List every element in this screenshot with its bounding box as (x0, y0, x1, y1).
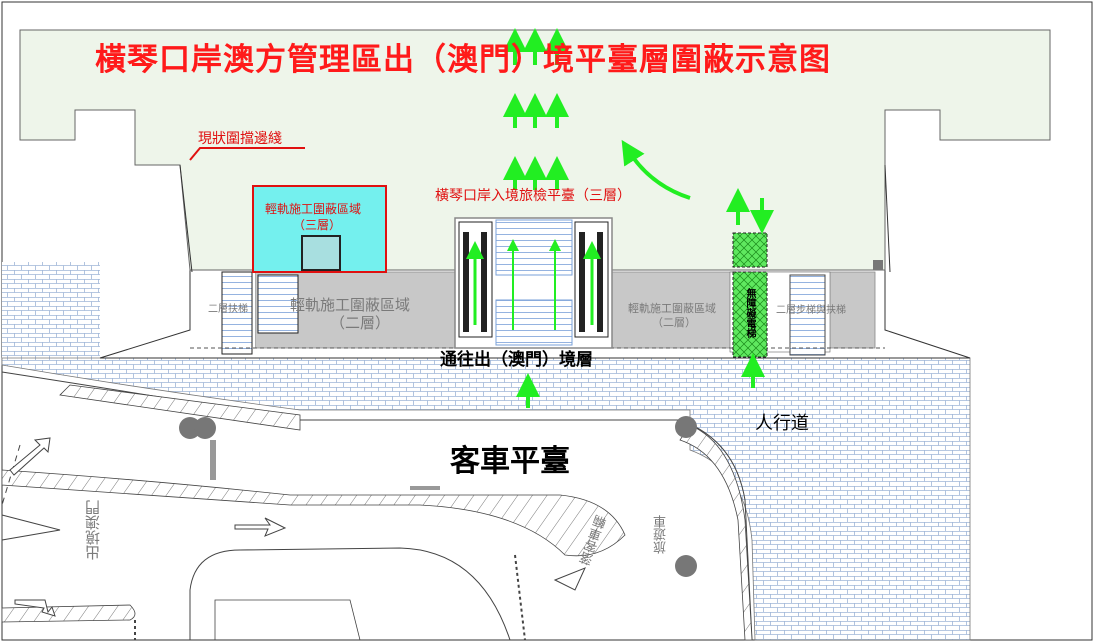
sidewalk-paving (1, 357, 971, 641)
lrt-zone-2f-left-label: 輕軌施工圍蔽區域 (290, 296, 411, 314)
lift-3f (732, 232, 768, 268)
paving-left (2, 262, 100, 358)
entry-platform-label: 橫琴口岸入境旅檢平臺（三層） (435, 188, 631, 204)
road-arrow-icon (14, 599, 56, 617)
lrt-zone-2f-right-label: 輕軌施工圍蔽區域 (628, 302, 716, 315)
road-departure-label: 出境澳門 (84, 500, 102, 560)
escalator-2f-left-label: 二層扶梯 (208, 304, 248, 315)
inner-island (189, 547, 511, 641)
road-arrow-icon (9, 437, 51, 476)
lrt-zone-2f-right-floor: （二層） (652, 316, 696, 329)
median-island (1, 469, 626, 557)
accessible-lift-label: 無障礙電梯 (744, 288, 755, 338)
escalator-2f-left (221, 271, 253, 355)
to-departure-label: 通往出（澳門）境層 (440, 350, 593, 370)
lrt-zone-3f-floor: （三層） (293, 218, 342, 232)
sidewalk-label: 人行道 (755, 413, 809, 434)
stairs-2f-right (789, 274, 826, 356)
hoarding-leader-line (189, 147, 305, 161)
coach-platform-label: 客車平臺 (450, 444, 570, 479)
hatched-curb (679, 424, 753, 641)
road-label-b: 旅遊車 (654, 515, 669, 554)
lrt-zone-2f-left-floor: （二層） (330, 314, 391, 332)
lrt-zone-3f-label: 輕軌施工圍蔽區域 (265, 202, 362, 216)
page-title: 橫琴口岸澳方管理區出（澳門）境平臺層圍蔽示意图 (95, 42, 831, 78)
tree-icon (194, 417, 216, 439)
stairs-central (495, 219, 573, 276)
stairs-escalator-2f-label: 二層步梯與扶梯 (776, 305, 846, 316)
tree-icon (675, 555, 697, 577)
accessible-lift (732, 271, 768, 358)
hatched-strip (59, 384, 301, 431)
existing-hoarding-line-label: 現狀圍擋邊綫 (198, 131, 282, 147)
lrt-shaft (301, 235, 341, 271)
flow-arrows (466, 28, 774, 408)
road-triangle-icon (553, 567, 586, 591)
road-arrow-icon (234, 517, 287, 537)
tree-icon (675, 416, 697, 438)
